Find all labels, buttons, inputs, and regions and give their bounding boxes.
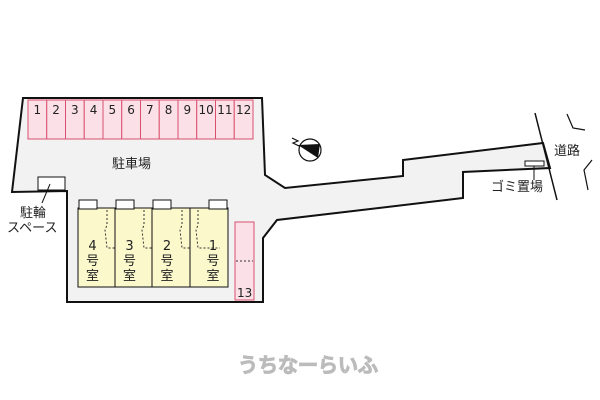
parking-space-label: 9 — [184, 103, 192, 117]
unit-1: 1号室 — [189, 199, 229, 288]
bike-pointer — [41, 183, 51, 204]
unit-room: 室 — [86, 268, 99, 284]
unit-3: 3号室 — [114, 199, 153, 288]
bike-parking-box — [37, 176, 66, 191]
unit-number: 3 — [125, 239, 133, 254]
unit-room: 室 — [206, 268, 219, 284]
parking-space-label: 4 — [90, 103, 98, 117]
road-label: 道路 — [554, 143, 580, 159]
unit-suffix: 号 — [206, 254, 219, 269]
entrance — [152, 199, 172, 210]
parking-space-label: 10 — [198, 103, 213, 117]
unit-suffix: 号 — [160, 254, 173, 269]
unit-suffix: 号 — [123, 254, 136, 269]
parking-space — [233, 99, 254, 140]
entrance — [78, 199, 98, 210]
unit-number: 1 — [209, 239, 217, 254]
parking-space-label: 6 — [127, 103, 135, 117]
parking-space-label: 1 — [34, 103, 42, 117]
parking-space-label: 11 — [217, 103, 232, 117]
unit-room: 室 — [160, 268, 173, 284]
road-mark-top — [566, 113, 586, 131]
garbage-box — [524, 160, 545, 167]
unit-room: 室 — [123, 268, 136, 284]
entrance — [115, 199, 135, 210]
garbage-label: ゴミ置場 — [491, 179, 543, 195]
entrance — [208, 199, 228, 210]
unit-suffix: 号 — [86, 254, 99, 269]
parking-space-label: 3 — [71, 103, 79, 117]
parking-space-label: 7 — [146, 103, 154, 117]
north-compass-icon — [291, 137, 322, 162]
road-edge — [534, 112, 558, 201]
space-13-label: 13 — [237, 286, 252, 300]
watermark: うちなーらいふ — [238, 353, 378, 377]
parking-space-label: 12 — [236, 103, 251, 117]
parking-label: 駐車場 — [112, 157, 151, 172]
unit-2: 2号室 — [151, 199, 191, 288]
road-mark-bottom — [583, 159, 593, 191]
unit-4: 4号室 — [77, 199, 116, 288]
parking-space-label: 2 — [52, 103, 60, 117]
bike-label-line1: 駐輪 — [20, 205, 46, 221]
unit-number: 4 — [88, 239, 96, 254]
unit-number: 2 — [163, 239, 171, 254]
bike-label-line2: スペース — [7, 221, 57, 236]
parking-space-label: 8 — [165, 103, 173, 117]
parking-space-label: 5 — [109, 103, 117, 117]
